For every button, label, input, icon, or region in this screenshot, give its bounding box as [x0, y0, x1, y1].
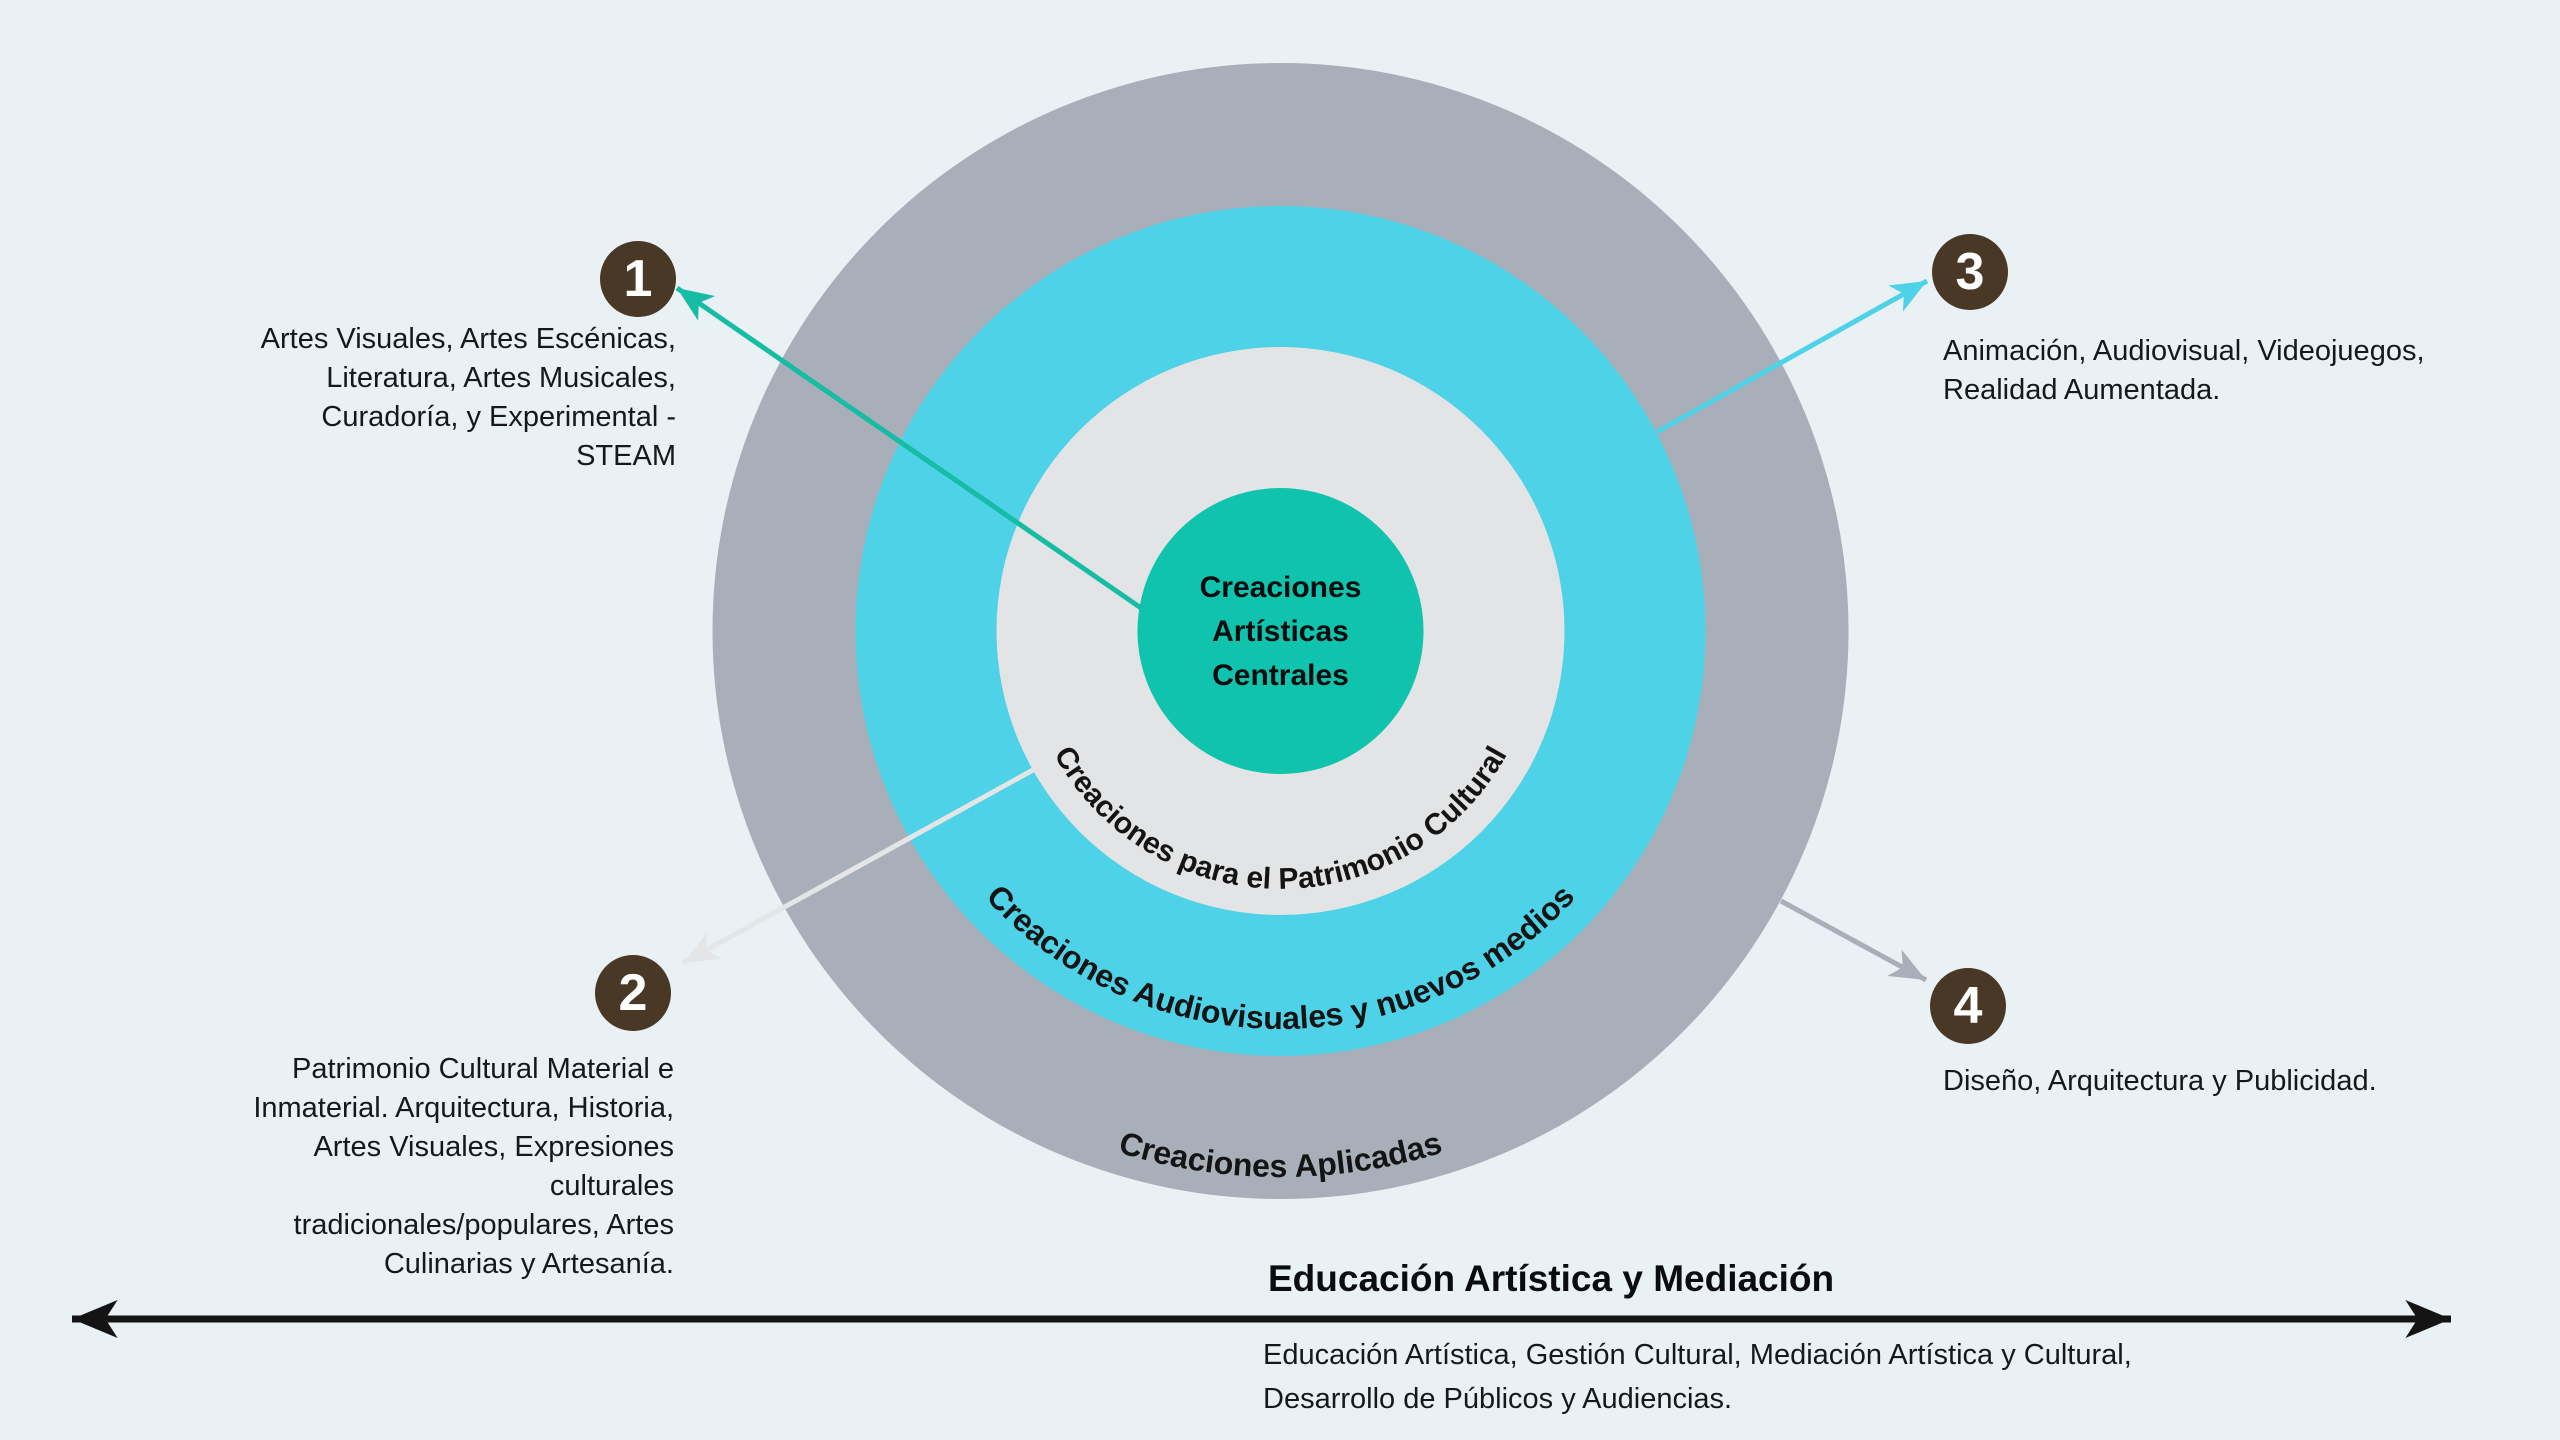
arrow-to-callout-1 — [675, 285, 1143, 611]
callout-3-text: Animación, Audiovisual, Videojuegos, Rea… — [1943, 335, 2425, 406]
badge-4-number: 4 — [1953, 977, 1983, 1035]
callout-2-text: Patrimonio Cultural Material e Inmateria… — [253, 1053, 674, 1280]
education-axis-subtitle: Educación Artística, Gestión Cultural, M… — [1263, 1339, 2132, 1415]
badge-3-number: 3 — [1955, 243, 1985, 301]
badge-4: 4 — [1930, 968, 2006, 1044]
callout-1-text: Artes Visuales, Artes Escénicas, Literat… — [260, 323, 676, 472]
circle-creaciones-centrales — [1137, 488, 1424, 774]
education-axis-title: Educación Artística y Mediación — [1268, 1258, 1835, 1299]
callout-4-text: Diseño, Arquitectura y Publicidad. — [1943, 1065, 2377, 1097]
badge-2: 2 — [595, 955, 671, 1031]
arrow-to-callout-2 — [681, 767, 1035, 966]
badge-3: 3 — [1932, 234, 2008, 310]
badge-1-number: 1 — [623, 250, 653, 308]
badge-2-number: 2 — [618, 964, 648, 1022]
badge-1: 1 — [600, 241, 676, 317]
arrow-to-callout-3 — [1655, 278, 1929, 435]
center-circle-label: Creaciones Artísticas Centrales — [1199, 571, 1362, 692]
arrow-to-callout-4 — [1779, 898, 1928, 983]
